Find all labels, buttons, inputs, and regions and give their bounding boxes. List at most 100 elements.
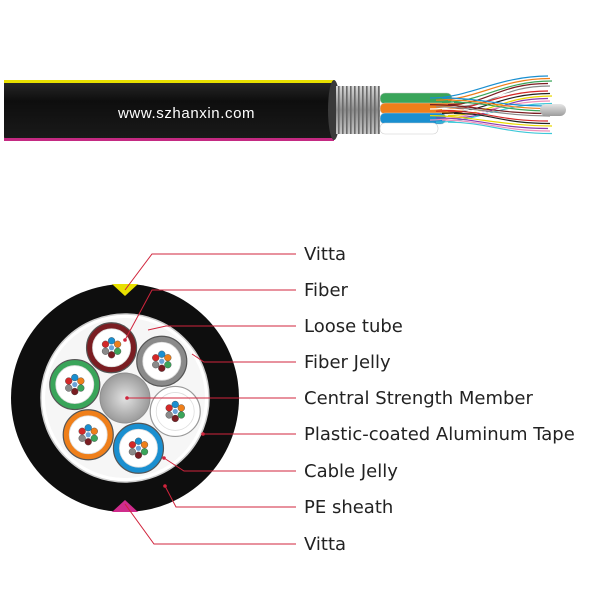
side-fiber bbox=[441, 97, 549, 107]
side-fiber bbox=[447, 99, 551, 110]
side-fiber bbox=[435, 106, 551, 117]
fiber bbox=[171, 414, 179, 423]
loose-tubes-side bbox=[379, 92, 465, 135]
fiber bbox=[128, 441, 136, 449]
leader-pe-sheath bbox=[164, 485, 296, 508]
side-fiber bbox=[435, 117, 549, 130]
side-fiber bbox=[435, 77, 551, 101]
leader-fiber bbox=[124, 289, 296, 341]
dot-cable-jelly bbox=[162, 456, 166, 460]
central-member-rod bbox=[540, 104, 566, 116]
armor-ring bbox=[354, 86, 356, 134]
loose-tubes-cross bbox=[49, 322, 201, 474]
fiber bbox=[107, 337, 116, 345]
fiber bbox=[171, 400, 179, 409]
fiber bbox=[128, 448, 136, 456]
loose-tube-blue bbox=[112, 422, 165, 474]
fiber bbox=[107, 351, 116, 359]
fiber bbox=[134, 451, 143, 459]
fiber bbox=[134, 437, 143, 445]
label-fiber-jelly: Fiber Jelly bbox=[304, 352, 391, 373]
fiber bbox=[135, 445, 142, 451]
fiber bbox=[164, 354, 172, 362]
fiber bbox=[71, 387, 79, 396]
fiber bbox=[140, 441, 149, 449]
side-fiber bbox=[429, 115, 553, 127]
fiber bbox=[152, 361, 160, 369]
side-loose-tube bbox=[379, 92, 453, 105]
label-vitta-bottom: Vitta bbox=[304, 534, 346, 555]
fiber bbox=[72, 381, 78, 388]
armor-ring bbox=[338, 86, 340, 134]
side-fiber bbox=[441, 119, 551, 132]
callout-dots bbox=[123, 338, 205, 488]
label-central-strength-member: Central Strength Member bbox=[304, 388, 533, 409]
side-fiber bbox=[429, 104, 549, 115]
side-fiber bbox=[429, 75, 549, 99]
fiber-bundle-side bbox=[429, 75, 553, 135]
fiber bbox=[172, 408, 178, 415]
fiber bbox=[101, 340, 110, 348]
watermark-text: www.szhanxin.com bbox=[117, 105, 255, 122]
leader-loose-tube bbox=[147, 325, 296, 331]
side-fiber bbox=[441, 108, 553, 120]
armor-ring bbox=[366, 86, 368, 134]
dot-aluminum-tape bbox=[201, 432, 205, 436]
fiber bbox=[84, 438, 92, 446]
leader-vitta-top bbox=[124, 253, 296, 291]
fiber bbox=[114, 340, 122, 348]
fiber bbox=[71, 373, 79, 382]
fiber bbox=[90, 427, 98, 435]
armor-ring bbox=[362, 86, 364, 134]
dot-fiber bbox=[123, 338, 127, 342]
cable-longitudinal-view: www.szhanxin.com bbox=[4, 75, 566, 141]
cable-cross-section bbox=[11, 284, 239, 512]
fiber bbox=[158, 350, 166, 358]
vitta-bottom-stripe bbox=[4, 138, 334, 141]
leader-cable-jelly bbox=[163, 457, 296, 472]
fiber bbox=[165, 404, 173, 412]
label-cable-jelly: Cable Jelly bbox=[304, 461, 398, 482]
side-fiber bbox=[429, 87, 553, 110]
label-loose-tube: Loose tube bbox=[304, 316, 403, 337]
fiber bbox=[65, 377, 73, 385]
fiber bbox=[140, 448, 149, 456]
fiber bbox=[101, 347, 110, 355]
armor-ring bbox=[378, 86, 380, 134]
side-fiber bbox=[441, 80, 553, 103]
leader-vitta-bottom bbox=[124, 503, 296, 545]
fiber bbox=[77, 384, 85, 392]
armor-ring bbox=[342, 86, 344, 134]
vitta-bottom-marker bbox=[112, 500, 138, 512]
side-fiber bbox=[447, 110, 549, 122]
label-fiber: Fiber bbox=[304, 280, 349, 301]
armor-ring bbox=[346, 86, 348, 134]
side-fiber bbox=[453, 112, 551, 125]
fiber bbox=[65, 384, 73, 392]
armor-ring bbox=[374, 86, 376, 134]
fiber bbox=[78, 434, 86, 442]
outer-jacket bbox=[4, 80, 336, 140]
armor-ring bbox=[350, 86, 352, 134]
fiber bbox=[78, 427, 86, 435]
side-fiber bbox=[453, 101, 553, 112]
fiber bbox=[177, 404, 185, 412]
fiber bbox=[177, 411, 185, 419]
fiber bbox=[114, 347, 122, 355]
fiber bbox=[90, 434, 98, 442]
side-fiber bbox=[447, 121, 553, 135]
fiber bbox=[164, 361, 172, 369]
fiber bbox=[77, 377, 85, 385]
loose-tube-white bbox=[149, 385, 201, 438]
fiber bbox=[84, 424, 92, 432]
fiber bbox=[108, 345, 115, 351]
side-fiber bbox=[447, 82, 549, 106]
loose-tube-brown bbox=[85, 322, 138, 374]
leader-fiber-jelly bbox=[191, 353, 296, 363]
fiber bbox=[158, 364, 166, 372]
fiber bbox=[159, 358, 165, 364]
armor-ring bbox=[358, 86, 360, 134]
label-vitta-top: Vitta bbox=[304, 244, 346, 265]
fiber bbox=[165, 411, 173, 419]
